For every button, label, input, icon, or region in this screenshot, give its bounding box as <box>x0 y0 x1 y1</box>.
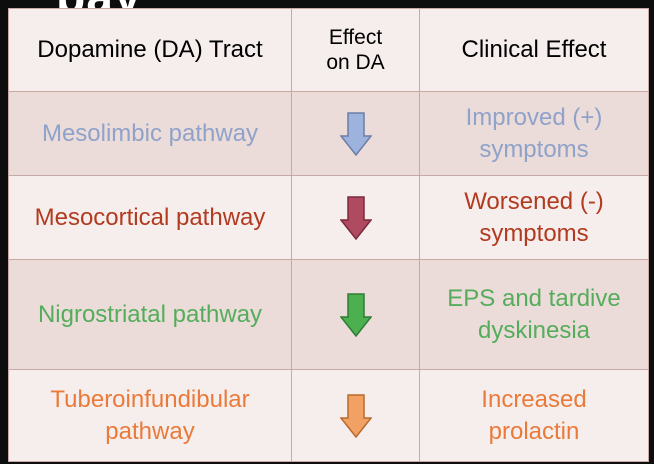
tract-cell: Mesocortical pathway <box>8 175 292 260</box>
clinical-line: EPS and tardive <box>447 285 621 313</box>
clinical-line: prolactin <box>488 417 580 445</box>
clinical-line: symptoms <box>479 219 589 247</box>
header-row: Dopamine (DA) Tract Effect on DA Clinica… <box>8 8 649 92</box>
header-clinical: Clinical Effect <box>419 8 649 92</box>
down-arrow-icon <box>339 195 372 240</box>
clinical-line: Increased <box>481 386 587 414</box>
header-effect: Effect on DA <box>291 8 420 92</box>
down-arrow-icon <box>339 393 372 438</box>
clinical-line: symptoms <box>479 135 589 163</box>
effect-cell <box>291 259 420 370</box>
table-row-mesolimbic: Mesolimbic pathway Improved (+) symptoms <box>8 91 649 176</box>
tract-cell: Tuberoinfundibular pathway <box>8 369 292 462</box>
header-tract: Dopamine (DA) Tract <box>8 8 292 92</box>
tract-line: Mesocortical pathway <box>34 203 266 231</box>
effect-cell <box>291 91 420 176</box>
clinical-cell: EPS and tardive dyskinesia <box>419 259 649 370</box>
clinical-line: dyskinesia <box>477 316 591 344</box>
effect-cell <box>291 369 420 462</box>
clinical-line: Worsened (-) <box>464 188 604 216</box>
tract-line: Mesolimbic pathway <box>41 119 259 147</box>
clinical-cell: Worsened (-) symptoms <box>419 175 649 260</box>
tract-line: pathway <box>105 417 195 445</box>
clinical-cell: Increased prolactin <box>419 369 649 462</box>
effect-cell <box>291 175 420 260</box>
clinical-cell: Improved (+) symptoms <box>419 91 649 176</box>
tract-cell: Nigrostriatal pathway <box>8 259 292 370</box>
header-effect-line-2: on DA <box>326 51 385 74</box>
table-row-mesocortical: Mesocortical pathway Worsened (-) sympto… <box>8 175 649 260</box>
table-row-tuberoinfundibular: Tuberoinfundibular pathway Increased pro… <box>8 369 649 462</box>
tract-line: Nigrostriatal pathway <box>37 300 263 328</box>
dopamine-tract-table: Dopamine (DA) Tract Effect on DA Clinica… <box>8 8 649 462</box>
header-effect-line-1: Effect <box>328 25 383 49</box>
clinical-line: Improved (+) <box>465 104 603 132</box>
down-arrow-icon <box>339 292 372 337</box>
down-arrow-icon <box>339 111 372 156</box>
tract-cell: Mesolimbic pathway <box>8 91 292 176</box>
table-row-nigrostriatal: Nigrostriatal pathway EPS and tardive dy… <box>8 259 649 370</box>
tract-line: Tuberoinfundibular <box>50 386 250 414</box>
